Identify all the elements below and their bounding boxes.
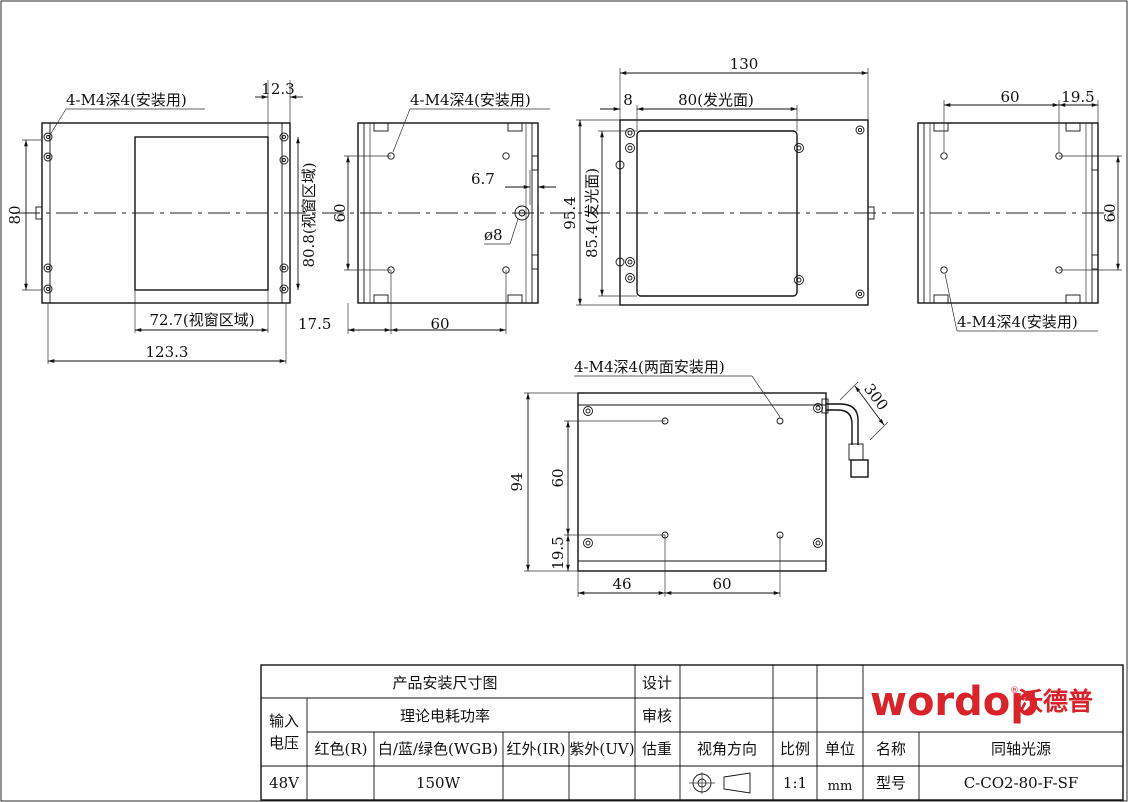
wordop-logo: wordop ® 沃德普 [870, 679, 1093, 725]
right-view: 60 19.5 60 4-M4深4(安装用) [917, 88, 1122, 332]
front-dim-window-h: 80.8(视窗区域) [300, 162, 318, 267]
center-dim-height: 95.4 [561, 196, 579, 229]
center-dim-emit-w: 80(发光面) [678, 91, 754, 109]
power-label: 理论电耗功率 [400, 707, 490, 725]
front-dim-window-w: 72.7(视窗区域) [149, 311, 254, 329]
design-label: 设计 [642, 674, 672, 692]
power-value: 150W [416, 774, 461, 792]
red-label: 红色(R) [315, 740, 368, 758]
view-direction-label: 视角方向 [697, 740, 757, 758]
bottom-dim-holes-v: 60 [549, 468, 567, 487]
left-dim-width: 60 [430, 315, 449, 333]
estimate-label: 估重 [642, 740, 672, 758]
front-view: 80 80.8(视窗区域) 12.3 4-M4深4(安装用) 72.7(视窗区域… [6, 80, 318, 364]
voltage-value: 48V [269, 774, 300, 792]
bottom-mount-note: 4-M4深4(两面安装用) [574, 358, 725, 376]
name-label: 名称 [876, 740, 906, 758]
scale-value: 1:1 [783, 774, 807, 792]
white-label: 白/蓝/绿色(WGB) [378, 740, 498, 758]
projection-symbol [689, 772, 751, 794]
input-voltage-label-2: 电压 [269, 734, 299, 752]
front-window [134, 136, 269, 291]
bottom-dim-height: 94 [508, 472, 526, 491]
emitting-surface [636, 130, 798, 297]
bottom-dim-left: 46 [612, 575, 631, 593]
right-dim-height: 60 [1101, 203, 1119, 222]
front-mount-note: 4-M4深4(安装用) [66, 91, 187, 109]
right-mount-note: 4-M4深4(安装用) [957, 313, 1078, 331]
unit-label: 单位 [825, 740, 855, 758]
center-dim-left: 8 [623, 91, 633, 109]
left-dim-height: 60 [331, 203, 349, 222]
right-dim-width: 60 [1000, 88, 1019, 106]
unit-value: mm [828, 779, 853, 794]
left-dim-offset: 6.7 [471, 170, 495, 188]
left-mount-note: 4-M4深4(安装用) [410, 91, 531, 109]
right-dim-right: 19.5 [1061, 88, 1094, 106]
review-label: 审核 [642, 707, 672, 725]
left-dim-hole: ø8 [484, 226, 503, 244]
left-dim-left: 17.5 [298, 315, 331, 333]
uv-label: 紫外(UV) [569, 740, 634, 758]
ir-label: 红外(IR) [507, 740, 566, 758]
center-view: 130 8 80(发光面) 95.4 85.4(发光面) [561, 55, 875, 306]
front-dim-width: 123.3 [146, 343, 189, 361]
title-block: 产品安装尺寸图 设计 理论电耗功率 审核 输入 电压 红色(R) 白/蓝/绿色(… [260, 664, 1124, 801]
bottom-dim-holes-h: 60 [712, 575, 731, 593]
model-label: 型号 [876, 774, 906, 792]
front-dim-height: 80 [6, 205, 24, 224]
product-name: 同轴光源 [991, 740, 1051, 758]
model-value: C-CO2-80-F-SF [964, 774, 1079, 792]
bottom-view: 300 4-M4深4(两面安装用) 94 60 19.5 46 60 [508, 358, 892, 597]
center-dim-total: 130 [730, 55, 759, 73]
brand-cn: 沃德普 [1018, 687, 1093, 716]
brand-latin: wordop [870, 679, 1039, 725]
left-view: 60 6.7 ø8 4-M4深4(安装用) 17.5 60 [298, 91, 556, 334]
input-voltage-label-1: 输入 [269, 712, 299, 730]
center-dim-emit-h: 85.4(发光面) [583, 168, 601, 258]
bottom-dim-bottom: 19.5 [549, 536, 567, 569]
brand-mark: ® [1010, 686, 1019, 696]
front-dim-top: 12.3 [261, 80, 294, 98]
drawing-title: 产品安装尺寸图 [392, 674, 497, 692]
cable-connector [850, 459, 869, 478]
bottom-dim-cable: 300 [860, 380, 892, 414]
scale-label: 比例 [780, 740, 810, 758]
